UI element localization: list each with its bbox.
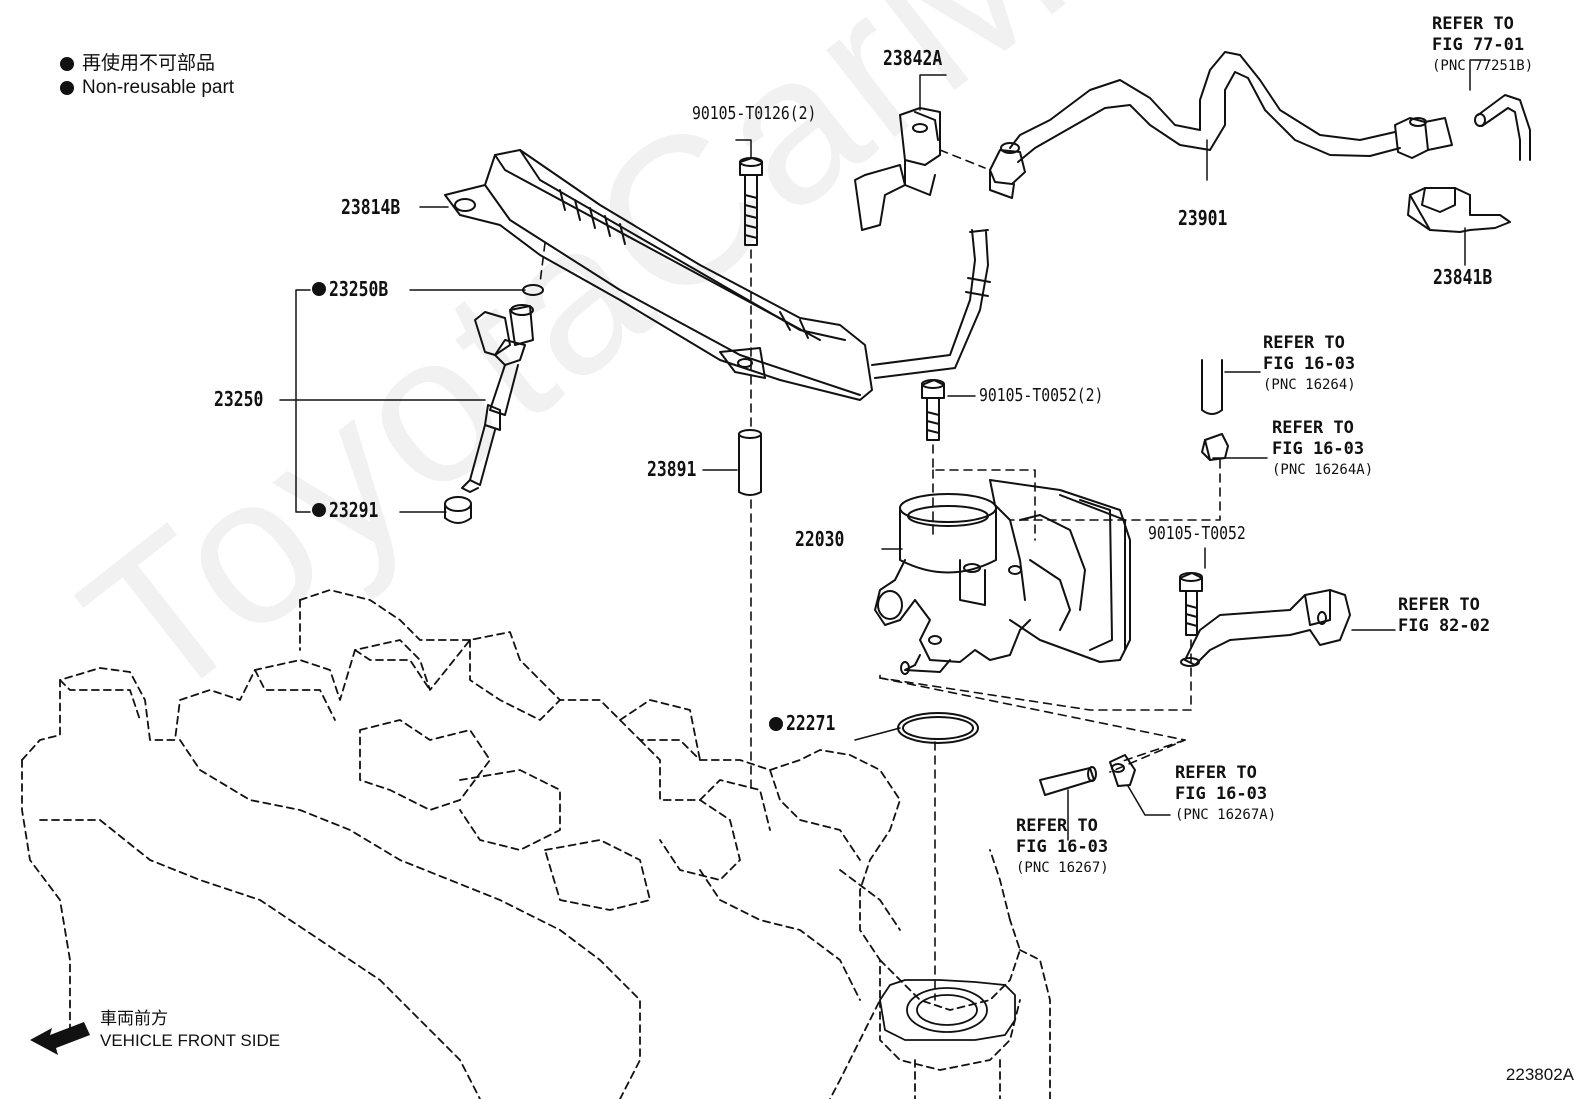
front-jp: 車両前方 <box>100 1009 168 1028</box>
clamp-23842A <box>854 107 941 231</box>
fuel-delivery-pipe <box>444 149 991 401</box>
refer-fig-16-03-16264[interactable]: REFER TO FIG 16-03 (PNC 16264) <box>1263 333 1356 396</box>
throttle-body <box>874 479 1131 675</box>
refer-line1: REFER TO <box>1272 418 1354 438</box>
non-reusable-dot-icon <box>769 717 783 731</box>
hose-16264 <box>1201 359 1223 415</box>
intake-manifold-outline <box>21 589 1051 1099</box>
throttle-mount-flange <box>879 979 1016 1041</box>
bolt-90105-T0126 <box>739 157 763 246</box>
callout-23841B[interactable]: 23841B <box>1433 265 1493 289</box>
diagram-code: 223802A <box>1505 1065 1574 1084</box>
refer-pnc: (PNC 16264A) <box>1272 462 1374 478</box>
refer-line1: REFER TO <box>1175 763 1257 783</box>
spacer-23891 <box>738 429 762 496</box>
bolt-90105-T0052-2 <box>921 379 945 441</box>
bolt-90105-T0052 <box>1179 572 1203 636</box>
refer-pnc: (PNC 77251B) <box>1432 58 1534 74</box>
callout-23814B[interactable]: 23814B <box>341 195 401 219</box>
refer-fig-82-02[interactable]: REFER TO FIG 82-02 <box>1398 595 1490 637</box>
clip-16267A <box>1109 754 1136 787</box>
refer-line2: FIG 16-03 <box>1016 837 1109 857</box>
injector-insulator <box>444 496 472 524</box>
legend-jp: 再使用不可部品 <box>82 53 216 74</box>
callout-23891[interactable]: 23891 <box>647 457 697 481</box>
clip-16264A <box>1201 433 1229 461</box>
hose-16267 <box>1039 766 1097 796</box>
refer-pnc: (PNC 16267) <box>1016 860 1109 876</box>
refer-fig-16-03-16267[interactable]: REFER TO FIG 16-03 (PNC 16267) <box>1016 816 1109 879</box>
refer-line1: REFER TO <box>1432 14 1514 34</box>
callout-22030[interactable]: 22030 <box>795 527 845 551</box>
refer-pnc: (PNC 16264) <box>1263 377 1356 393</box>
clamp-23841B <box>1407 187 1511 233</box>
refer-fig-16-03-16264A[interactable]: REFER TO FIG 16-03 (PNC 16264A) <box>1272 418 1373 481</box>
refer-line2: FIG 16-03 <box>1175 784 1268 804</box>
fuel-hose-23901 <box>989 51 1531 199</box>
refer-line1: REFER TO <box>1016 816 1098 836</box>
bracket-82-02 <box>1180 589 1351 667</box>
callout-23901[interactable]: 23901 <box>1178 206 1228 230</box>
front-direction-arrow <box>30 1022 90 1055</box>
non-reusable-dot-icon <box>60 57 74 71</box>
non-reusable-dot-icon <box>60 81 74 95</box>
refer-line2: FIG 16-03 <box>1272 439 1365 459</box>
callout-90105-T0126[interactable]: 90105-T0126(2) <box>692 103 817 124</box>
refer-fig-16-03-16267A[interactable]: REFER TO FIG 16-03 (PNC 16267A) <box>1175 763 1276 826</box>
refer-fig-77-01[interactable]: REFER TO FIG 77-01 (PNC 77251B) <box>1432 14 1533 77</box>
callout-23291[interactable]: 23291 <box>329 498 379 522</box>
refer-line2: FIG 77-01 <box>1432 35 1525 55</box>
front-en: VEHICLE FRONT SIDE <box>100 1031 281 1050</box>
callout-90105-T0052-2[interactable]: 90105-T0052(2) <box>979 385 1104 406</box>
callout-23842A[interactable]: 23842A <box>883 46 943 70</box>
non-reusable-dot-icon <box>312 282 326 296</box>
callout-22271[interactable]: 22271 <box>786 711 836 735</box>
leader-lines <box>279 59 1491 841</box>
callout-23250B[interactable]: 23250B <box>329 277 389 301</box>
refer-pnc: (PNC 16267A) <box>1175 807 1277 823</box>
refer-line1: REFER TO <box>1398 595 1480 615</box>
legend: 再使用不可部品 Non-reusable part <box>60 52 234 100</box>
gasket-22271 <box>897 712 979 744</box>
refer-line2: FIG 82-02 <box>1398 616 1491 636</box>
non-reusable-dot-icon <box>312 503 326 517</box>
assembly-lines <box>539 149 1221 1001</box>
callout-90105-T0052[interactable]: 90105-T0052 <box>1148 523 1246 544</box>
fuel-injector <box>461 284 544 493</box>
legend-en: Non-reusable part <box>82 77 235 98</box>
refer-line1: REFER TO <box>1263 333 1345 353</box>
callout-23250[interactable]: 23250 <box>214 387 264 411</box>
refer-line2: FIG 16-03 <box>1263 354 1356 374</box>
